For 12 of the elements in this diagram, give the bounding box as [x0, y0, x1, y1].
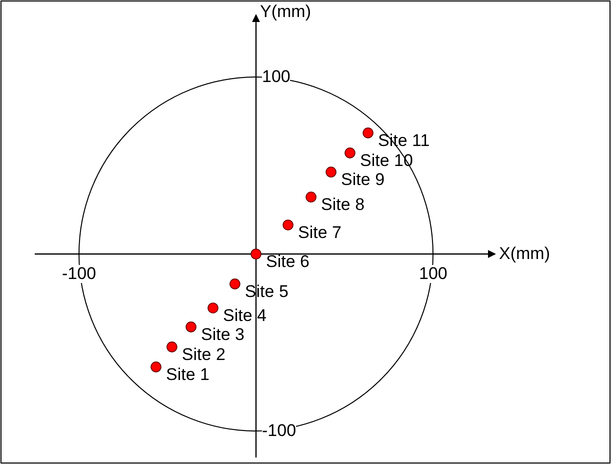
tick-label: -100 [62, 265, 96, 283]
tick-label: 100 [419, 265, 448, 283]
x-axis-label: X(mm) [499, 245, 550, 263]
point-label: Site 2 [182, 346, 226, 364]
point-label: Site 4 [222, 306, 266, 325]
y-axis-label: Y(mm) [260, 3, 311, 21]
point-label: Site 6 [266, 253, 310, 271]
point-label: Site 7 [298, 224, 342, 242]
point-label: Site 9 [341, 171, 385, 190]
point-label: Site 8 [321, 196, 365, 214]
point-label: Site 1 [166, 366, 210, 384]
point-label: Site 3 [201, 326, 245, 344]
